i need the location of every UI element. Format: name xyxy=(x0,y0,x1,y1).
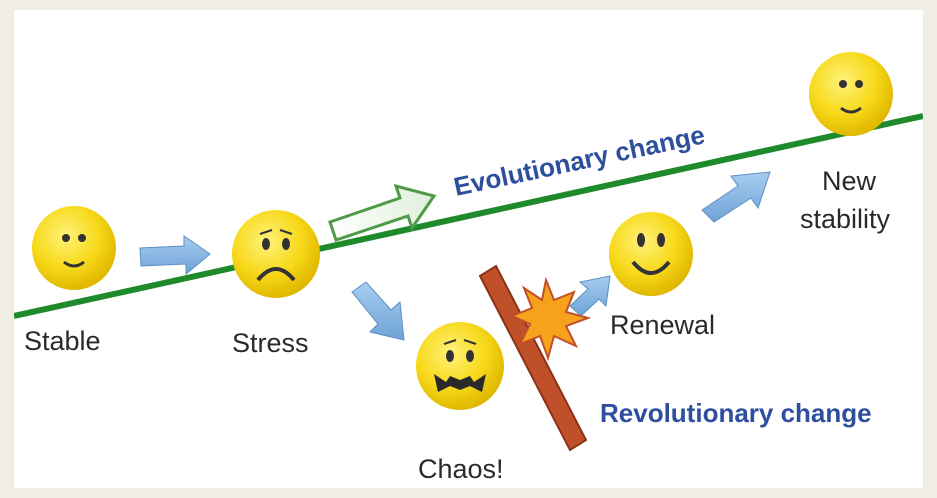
arrow-renewal-to-new-stability xyxy=(701,171,771,223)
smiley-face-icon xyxy=(32,206,116,290)
change-diagram: Stable Stress Chaos! Renewal New stabili… xyxy=(14,52,923,484)
stage-label-stability: stability xyxy=(800,204,891,234)
worried-face-icon xyxy=(232,210,320,298)
arrow-stable-to-stress xyxy=(139,235,211,276)
stage-label-renewal: Renewal xyxy=(610,310,715,340)
screaming-face-icon xyxy=(416,322,504,410)
revolutionary-change-label: Revolutionary change xyxy=(600,398,872,428)
smiley-face-icon xyxy=(609,212,693,296)
stage-label-stable: Stable xyxy=(24,326,101,356)
arrow-to-renewal xyxy=(569,275,611,317)
smiley-face-icon xyxy=(809,52,893,136)
burst-icon xyxy=(509,276,592,362)
stage-label-chaos: Chaos! xyxy=(418,454,504,484)
barrier-beam xyxy=(478,264,588,452)
stage-label-new: New xyxy=(822,166,877,196)
trend-line xyxy=(14,113,923,319)
stage-label-stress: Stress xyxy=(232,328,309,358)
arrow-evolutionary xyxy=(328,183,437,242)
arrow-stress-to-chaos xyxy=(351,281,405,341)
diagram-canvas: Stable Stress Chaos! Renewal New stabili… xyxy=(14,10,923,488)
